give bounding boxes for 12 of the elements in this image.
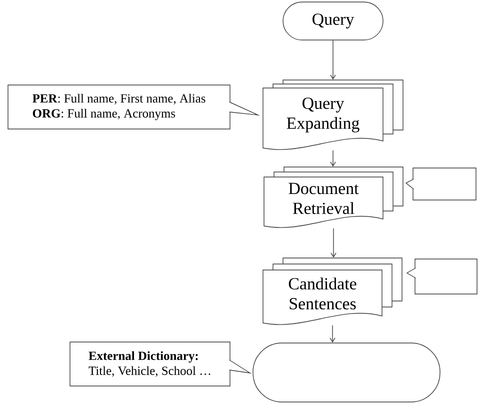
terminal-shape — [252, 342, 440, 402]
callout-box: External Dictionary: Title, Vehicle, School … — [70, 342, 252, 386]
callout-box — [405, 168, 476, 200]
document-stack: Candidate Sentences — [262, 258, 402, 325]
document-stack: Query Expanding — [262, 80, 404, 150]
arrow — [330, 325, 336, 343]
document-stack: Document Retrieval — [264, 166, 404, 228]
arrow — [330, 40, 336, 80]
callout-box: PER: Full name, First name, Alias ORG: Full name, Acronyms — [8, 84, 260, 130]
arrow — [330, 150, 336, 167]
callout-box — [406, 258, 478, 294]
arrow — [330, 228, 336, 258]
